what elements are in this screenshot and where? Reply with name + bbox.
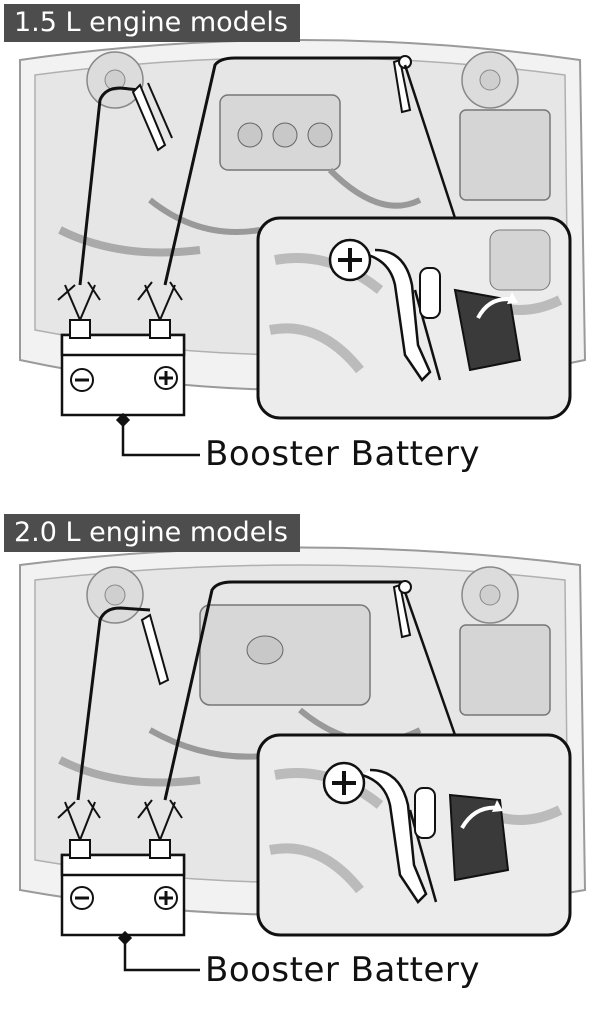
jumper-cables [78, 56, 405, 286]
minus-terminal-icon [70, 886, 94, 910]
plus-terminal-icon [322, 761, 366, 805]
bottom-diagram-panel: 2.0 L engine models [0, 510, 600, 1022]
jumper-cables [76, 580, 405, 801]
clamp-icon [131, 55, 412, 152]
plus-terminal-icon [328, 238, 372, 282]
minus-terminal-icon [70, 368, 94, 392]
booster-battery [57, 281, 186, 417]
section-heading-1-5l: 1.5 L engine models [4, 4, 300, 42]
booster-battery [57, 799, 186, 937]
booster-battery-label: Booster Battery [205, 434, 481, 474]
callout-leader [115, 412, 200, 457]
plus-terminal-icon [154, 886, 178, 910]
booster-battery-label: Booster Battery [205, 950, 481, 990]
clamp-icon [140, 580, 412, 686]
engine-diagram-2-0l [19, 546, 587, 972]
section-heading-2-0l: 2.0 L engine models [4, 514, 300, 552]
plus-terminal-icon [154, 366, 178, 390]
engine-diagram-1-5l [19, 39, 587, 457]
callout-leader [117, 930, 200, 972]
top-diagram-panel: 1.5 L engine models [0, 0, 600, 505]
